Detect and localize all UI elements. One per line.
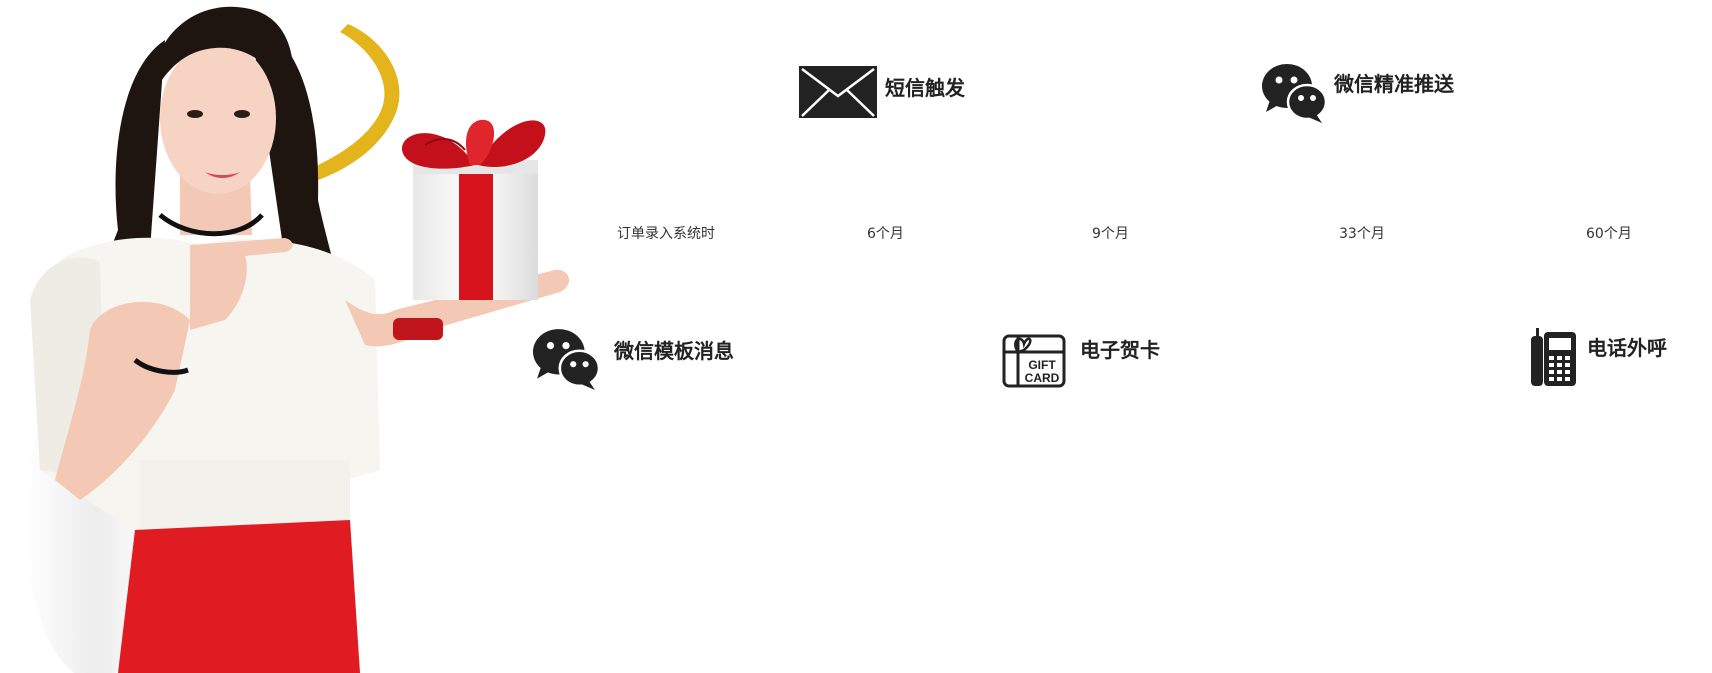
hero-model-with-gift-image [25, 6, 570, 673]
feature-gift-card-label: 电子贺卡 [1080, 338, 1160, 362]
feature-sms-label: 短信触发 [885, 76, 965, 100]
wechat-icon [1262, 64, 1326, 123]
feature-phone-call-label: 电话外呼 [1587, 336, 1667, 360]
gift-card-icon-text-gift: GIFT [1028, 358, 1056, 372]
phone-icon [1531, 328, 1576, 386]
feature-sms: 短信触发 [799, 66, 965, 118]
timeline-33-months: 33个月 [1339, 226, 1385, 242]
timeline-9-months: 9个月 [1092, 226, 1129, 242]
gift-card-icon: GIFT CARD [1002, 334, 1066, 388]
timeline-6-months: 6个月 [867, 226, 904, 242]
feature-wechat-push: 微信精准推送 [1262, 62, 1454, 124]
feature-wechat-template-label: 微信模板消息 [614, 339, 734, 363]
wechat-icon [532, 329, 600, 390]
feature-gift-card: GIFT CARD 电子贺卡 [1002, 332, 1160, 388]
timeline-order-entry: 订单录入系统时 [617, 226, 715, 242]
envelope-icon [799, 66, 877, 118]
gift-card-icon-text-card: CARD [1025, 371, 1060, 385]
feature-phone-call: 电话外呼 [1530, 328, 1667, 388]
feature-wechat-push-label: 微信精准推送 [1334, 72, 1454, 96]
timeline-60-months: 60个月 [1586, 226, 1632, 242]
feature-wechat-template: 微信模板消息 [532, 327, 734, 391]
